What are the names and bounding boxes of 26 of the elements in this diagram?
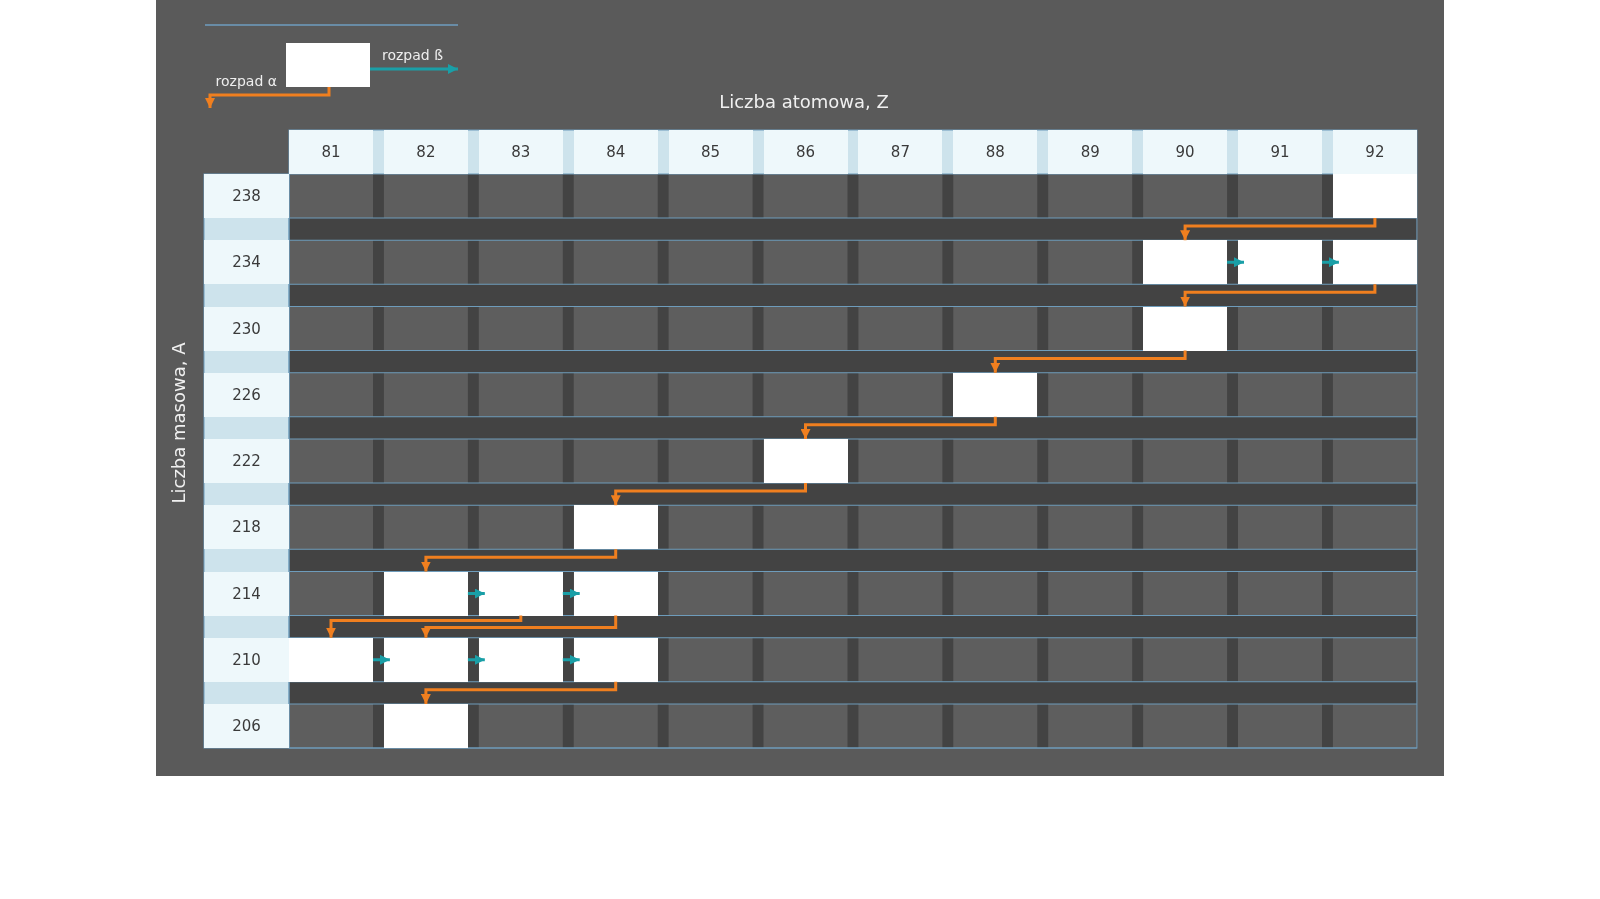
row-header: 210 (204, 637, 289, 682)
column-header: 87 (858, 130, 943, 174)
arrow (370, 64, 458, 74)
row-header: 238 (204, 174, 289, 218)
column-header: 81 (289, 130, 373, 174)
column-header: 89 (1048, 130, 1133, 174)
column-header: 88 (953, 130, 1038, 174)
legend-box (286, 43, 370, 87)
row-header: 230 (204, 306, 289, 351)
row-header: 218 (204, 505, 289, 550)
column-header: 92 (1332, 130, 1417, 174)
column-header: 82 (383, 130, 468, 174)
row-header: 214 (204, 571, 289, 616)
axis-title: Liczba atomowa, Z (719, 91, 889, 113)
row-header: 206 (204, 704, 289, 748)
row-header: 234 (204, 240, 289, 285)
column-header: 91 (1238, 130, 1322, 174)
row-header: 226 (204, 372, 289, 417)
column-header: 86 (763, 130, 848, 174)
column-header: 83 (478, 130, 563, 174)
edge-label: rozpad ß (380, 47, 445, 64)
column-header: 85 (668, 130, 753, 174)
column-header: 90 (1143, 130, 1228, 174)
column-header: 84 (573, 130, 658, 174)
row-header: 222 (204, 439, 289, 483)
axis-title: Liczba masowa, A (168, 342, 190, 504)
